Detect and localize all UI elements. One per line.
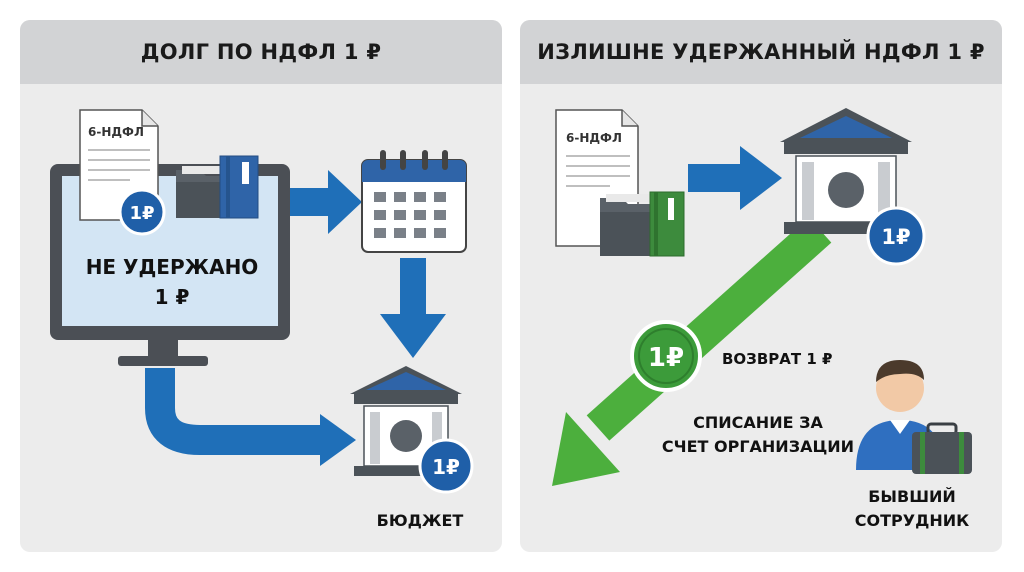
screen-text-line1: НЕ УДЕРЖАНО <box>86 255 259 279</box>
calendar-icon <box>361 150 467 253</box>
left-diagram: 6-НДФЛ 1₽ НЕ УДЕРЖАНО 1 ₽ <box>50 109 474 530</box>
writeoff-line2: СЧЕТ ОРГАНИЗАЦИИ <box>662 437 854 456</box>
bank-coin-icon: 1₽ <box>866 206 926 266</box>
budget-coin-icon: 1₽ <box>418 438 474 494</box>
arrow-calendar-to-budget <box>380 258 446 358</box>
left-panel-title: ДОЛГ ПО НДФЛ 1 ₽ <box>140 40 382 64</box>
coin-icon: 1₽ <box>118 188 166 236</box>
folder-binder-icon-right <box>600 191 685 257</box>
employee-line1: БЫВШИЙ <box>868 487 956 506</box>
budget-coin-label: 1₽ <box>432 455 460 479</box>
briefcase-icon <box>912 422 972 474</box>
left-panel-header: ДОЛГ ПО НДФЛ 1 ₽ <box>20 20 502 84</box>
right-panel: ИЗЛИШНЕ УДЕРЖАННЫЙ НДФЛ 1 ₽ 6-НДФЛ <box>520 20 1002 552</box>
right-diagram: 6-НДФЛ <box>552 108 972 530</box>
arrow-document-to-bank <box>688 146 782 210</box>
document-label: 6-НДФЛ <box>88 125 144 139</box>
refund-label: ВОЗВРАТ 1 ₽ <box>722 350 832 368</box>
right-panel-header: ИЗЛИШНЕ УДЕРЖАННЫЙ НДФЛ 1 ₽ <box>520 20 1002 84</box>
document-label-right: 6-НДФЛ <box>566 131 622 145</box>
arrow-monitor-to-budget <box>145 368 328 455</box>
budget-label: БЮДЖЕТ <box>377 511 464 530</box>
arrow-monitor-to-calendar <box>290 170 362 234</box>
bank-coin-label: 1₽ <box>881 225 910 249</box>
screen-text-line2: 1 ₽ <box>155 285 190 309</box>
green-arrow-refund <box>552 217 832 486</box>
refund-coin-label: 1₽ <box>648 343 684 373</box>
right-panel-title: ИЗЛИШНЕ УДЕРЖАННЫЙ НДФЛ 1 ₽ <box>537 40 985 64</box>
folder-binder-icon <box>176 155 259 219</box>
refund-coin-icon: 1₽ <box>630 320 702 392</box>
left-panel: ДОЛГ ПО НДФЛ 1 ₽ 6-НДФЛ <box>20 20 502 552</box>
coin-label: 1₽ <box>129 203 154 224</box>
arrow-head-monitor-to-budget <box>320 414 356 466</box>
writeoff-line1: СПИСАНИЕ ЗА <box>693 413 823 432</box>
employee-line2: СОТРУДНИК <box>855 511 969 530</box>
